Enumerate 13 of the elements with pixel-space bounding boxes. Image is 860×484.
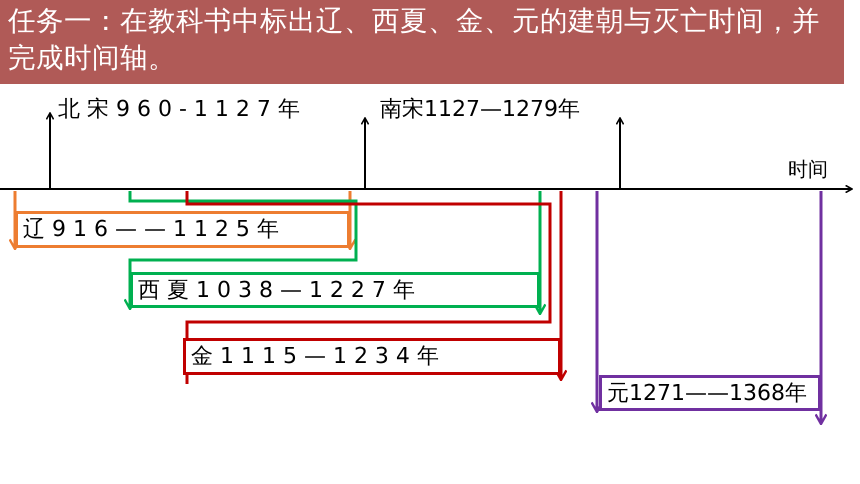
- period-label: 南宋1127—1279年: [380, 96, 580, 124]
- title-banner: 任务一：在教科书中标出辽、西夏、金、元的建朝与灭亡时间，并完成时间轴。: [0, 0, 844, 84]
- period-box: 西 夏 1 0 3 8 — 1 2 2 7 年: [130, 272, 540, 308]
- down-arrow: [123, 191, 358, 310]
- down-arrow: [814, 191, 828, 426]
- period-box: 元1271——1368年: [599, 375, 821, 411]
- axis-label: 时间: [788, 156, 828, 182]
- period-label: 北 宋 9 6 0 - 1 1 2 7 年: [58, 96, 300, 124]
- drop-line: [186, 191, 552, 384]
- period-box: 辽 9 1 6 — — 1 1 2 5 年: [15, 211, 350, 248]
- down-arrow: [533, 191, 547, 316]
- period-box: 金 1 1 1 5 — 1 2 3 4 年: [183, 338, 561, 375]
- down-arrow: [554, 191, 568, 382]
